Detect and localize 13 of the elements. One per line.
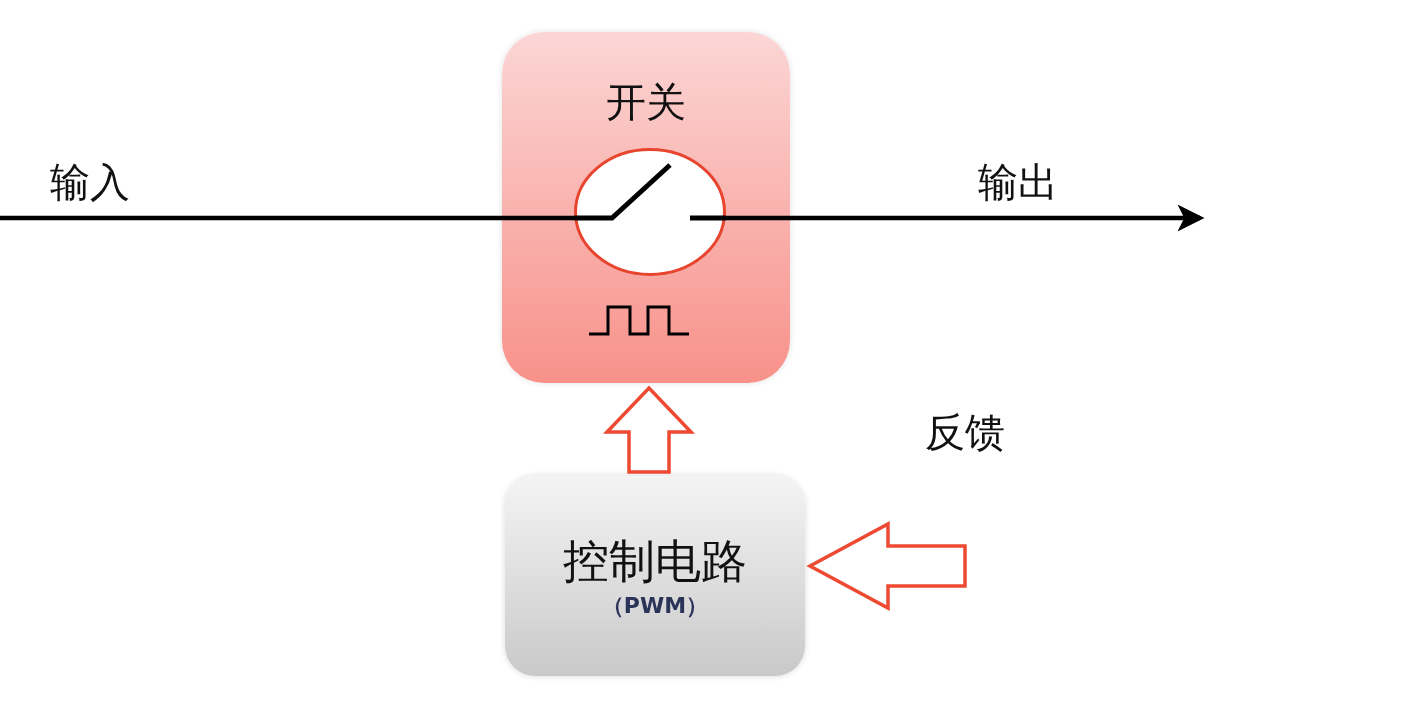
- control-box: [505, 476, 805, 676]
- switch-circle: [574, 148, 726, 276]
- switch-title: 开关: [605, 80, 687, 124]
- signal-label: 输入: [50, 162, 130, 202]
- control-title: 控制电路: [562, 536, 748, 587]
- block-arrow: [806, 521, 967, 611]
- block-arrow: [602, 385, 696, 474]
- feedback-label: 反馈: [925, 412, 1005, 452]
- switch-box: [502, 32, 790, 383]
- control-subtitle: （PWM）: [600, 594, 710, 619]
- signal-label: 输出: [978, 162, 1058, 202]
- signal-line: [0, 215, 574, 221]
- arrow: [726, 204, 1205, 232]
